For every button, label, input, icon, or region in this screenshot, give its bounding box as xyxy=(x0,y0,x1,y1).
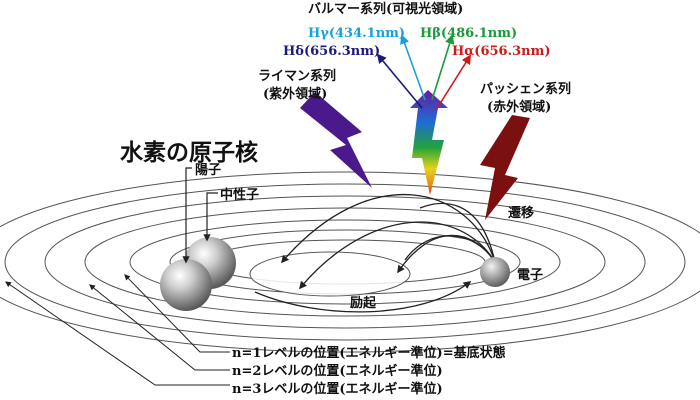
excitation-label: 励起 xyxy=(350,295,377,311)
h-beta-label: Hβ(486.1nm) xyxy=(420,26,517,41)
level-pointers xyxy=(5,274,230,386)
transition-arrows xyxy=(254,194,496,313)
pointer-n3 xyxy=(5,281,230,386)
h-beta-line xyxy=(431,34,455,101)
level-n3-label: n=3レベルの位置(エネルギー準位) xyxy=(232,381,443,397)
balmer-name: バルマー系列(可視光領域) xyxy=(308,1,463,17)
lyman-region: (紫外領域) xyxy=(263,86,327,102)
h-delta-label: Hδ(656.3nm) xyxy=(283,44,380,59)
pointer-n2 xyxy=(89,284,230,371)
pointer-n1 xyxy=(124,274,230,353)
nucleus-pointers xyxy=(182,167,218,264)
proton-label: 陽子 xyxy=(195,162,221,178)
electron-ball xyxy=(480,257,510,287)
arrow-loop xyxy=(404,235,496,263)
orbit-5 xyxy=(44,195,646,329)
arrow-upper-branch xyxy=(419,202,496,263)
lyman-name: ライマン系列 xyxy=(258,68,336,84)
proton-ball xyxy=(160,259,212,311)
h-gamma-label: Hγ(434.1nm) xyxy=(308,26,405,41)
h-alpha-label: Hα(656.3nm) xyxy=(452,44,551,59)
h-gamma-line xyxy=(400,34,426,101)
orbit-6 xyxy=(4,183,686,341)
proton-pointer xyxy=(182,167,192,264)
level-n1-label: n=1レベルの位置(エネルギー準位)=基底状態 xyxy=(232,345,506,361)
lyman-bolt xyxy=(300,92,372,188)
title: 水素の原子核 xyxy=(120,139,258,166)
orbit-7 xyxy=(0,171,700,353)
neutron-label: 中性子 xyxy=(220,187,259,203)
transition-label: 遷移 xyxy=(508,205,534,221)
paschen-region: (赤外領域) xyxy=(487,99,551,115)
electron-label: 電子 xyxy=(517,268,543,283)
balmer-bolt xyxy=(410,90,448,195)
arrow-outer-transition xyxy=(280,194,496,264)
h-alpha-line xyxy=(435,54,472,111)
orbit-4 xyxy=(84,207,606,317)
arrow-mid-transition xyxy=(298,221,496,290)
arrow-inner-transition xyxy=(397,234,496,274)
center-backing xyxy=(250,252,410,296)
arrow-excitation xyxy=(254,281,472,313)
neutron-pointer xyxy=(203,192,218,242)
level-n2-label: n=2レベルの位置(エネルギー準位) xyxy=(232,363,443,379)
h-delta-line xyxy=(376,53,423,109)
paschen-name: パッシェン系列 xyxy=(480,81,571,97)
nucleus xyxy=(160,237,236,311)
orbit-3 xyxy=(129,219,561,305)
orbit-ellipses xyxy=(0,171,700,353)
inner-orbit xyxy=(249,251,411,297)
paschen-bolt xyxy=(480,115,530,220)
